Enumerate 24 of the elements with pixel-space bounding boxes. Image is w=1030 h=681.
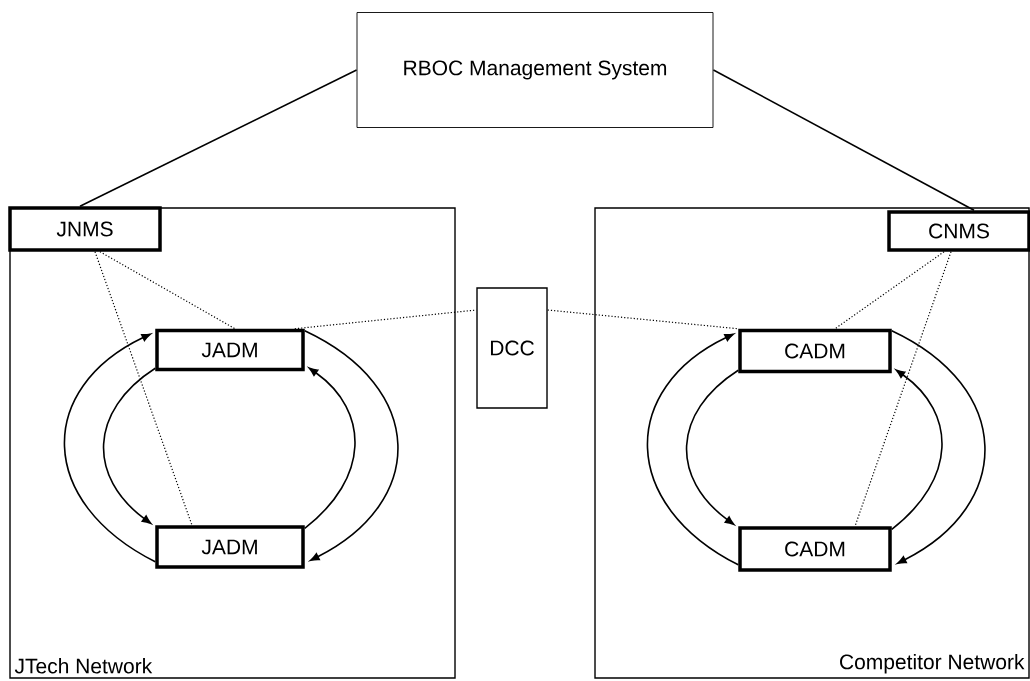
system-box: JADM xyxy=(155,328,305,372)
arrow xyxy=(102,367,157,525)
dotted-line xyxy=(94,251,193,526)
dotted-line xyxy=(294,309,477,330)
dotted-line xyxy=(834,251,945,330)
dotted-line xyxy=(547,309,739,330)
arrow xyxy=(303,329,399,562)
system-box: JADM xyxy=(155,525,305,569)
arrow xyxy=(890,329,986,565)
connector-line xyxy=(712,69,975,212)
system-box: RBOC Management System xyxy=(356,12,714,128)
system-box: JNMS xyxy=(8,206,162,252)
dotted-line xyxy=(99,251,236,330)
arrow xyxy=(646,333,740,566)
system-box: CADM xyxy=(738,328,892,374)
system-box: DCC xyxy=(476,287,548,409)
arrow xyxy=(303,367,356,530)
arrow xyxy=(890,369,943,531)
arrow xyxy=(63,333,157,563)
connector-line xyxy=(79,69,358,208)
dotted-line xyxy=(854,251,952,527)
arrow xyxy=(685,369,740,526)
system-box: CNMS xyxy=(887,210,1030,252)
system-box: CADM xyxy=(738,526,892,572)
